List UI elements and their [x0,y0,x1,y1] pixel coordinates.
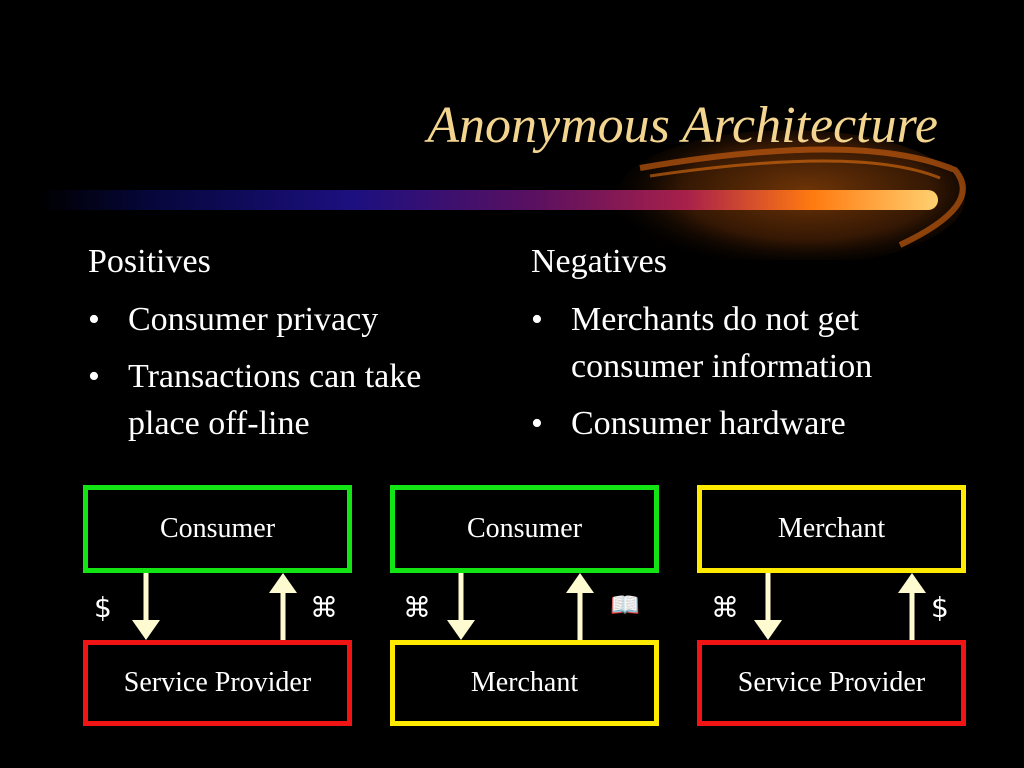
list-item: •Merchants do not get consumer informati… [531,296,941,390]
list-item: •Consumer hardware [531,400,941,447]
diagram2-bottom-box: Merchant [390,640,659,726]
list-item: •Consumer privacy [88,296,488,343]
up-arrow [269,573,297,640]
down-arrow [132,573,160,640]
up-arrow [898,573,926,640]
down-arrow [447,573,475,640]
bullet-marker: • [88,358,100,395]
down-arrow [754,573,782,640]
diagram3-up-label: $ [931,591,949,624]
bullet-marker: • [88,301,100,338]
negatives-heading: Negatives [531,243,667,280]
diagram3-top-box: Merchant [697,485,966,573]
positives-list: •Consumer privacy •Transactions can take… [88,296,488,457]
diagram1-down-label: $ [94,591,112,624]
diagram1-up-label: ⌘ [310,591,338,624]
diagram2-down-label: ⌘ [403,591,431,624]
bullet-marker: • [531,405,543,442]
slide-title: Anonymous Architecture [427,97,938,154]
diagram3-bottom-box: Service Provider [697,640,966,726]
diagram1-top-box: Consumer [83,485,352,573]
diagram3-down-label: ⌘ [711,591,739,624]
negatives-list: •Merchants do not get consumer informati… [531,296,941,457]
positives-heading: Positives [88,243,211,280]
diagram1-bottom-box: Service Provider [83,640,352,726]
list-item: •Transactions can take place off-line [88,353,488,447]
bullet-marker: • [531,301,543,338]
decorative-swoosh [40,130,966,260]
diagram2-up-label: 📖 [610,591,640,619]
diagram2-top-box: Consumer [390,485,659,573]
up-arrow [566,573,594,640]
